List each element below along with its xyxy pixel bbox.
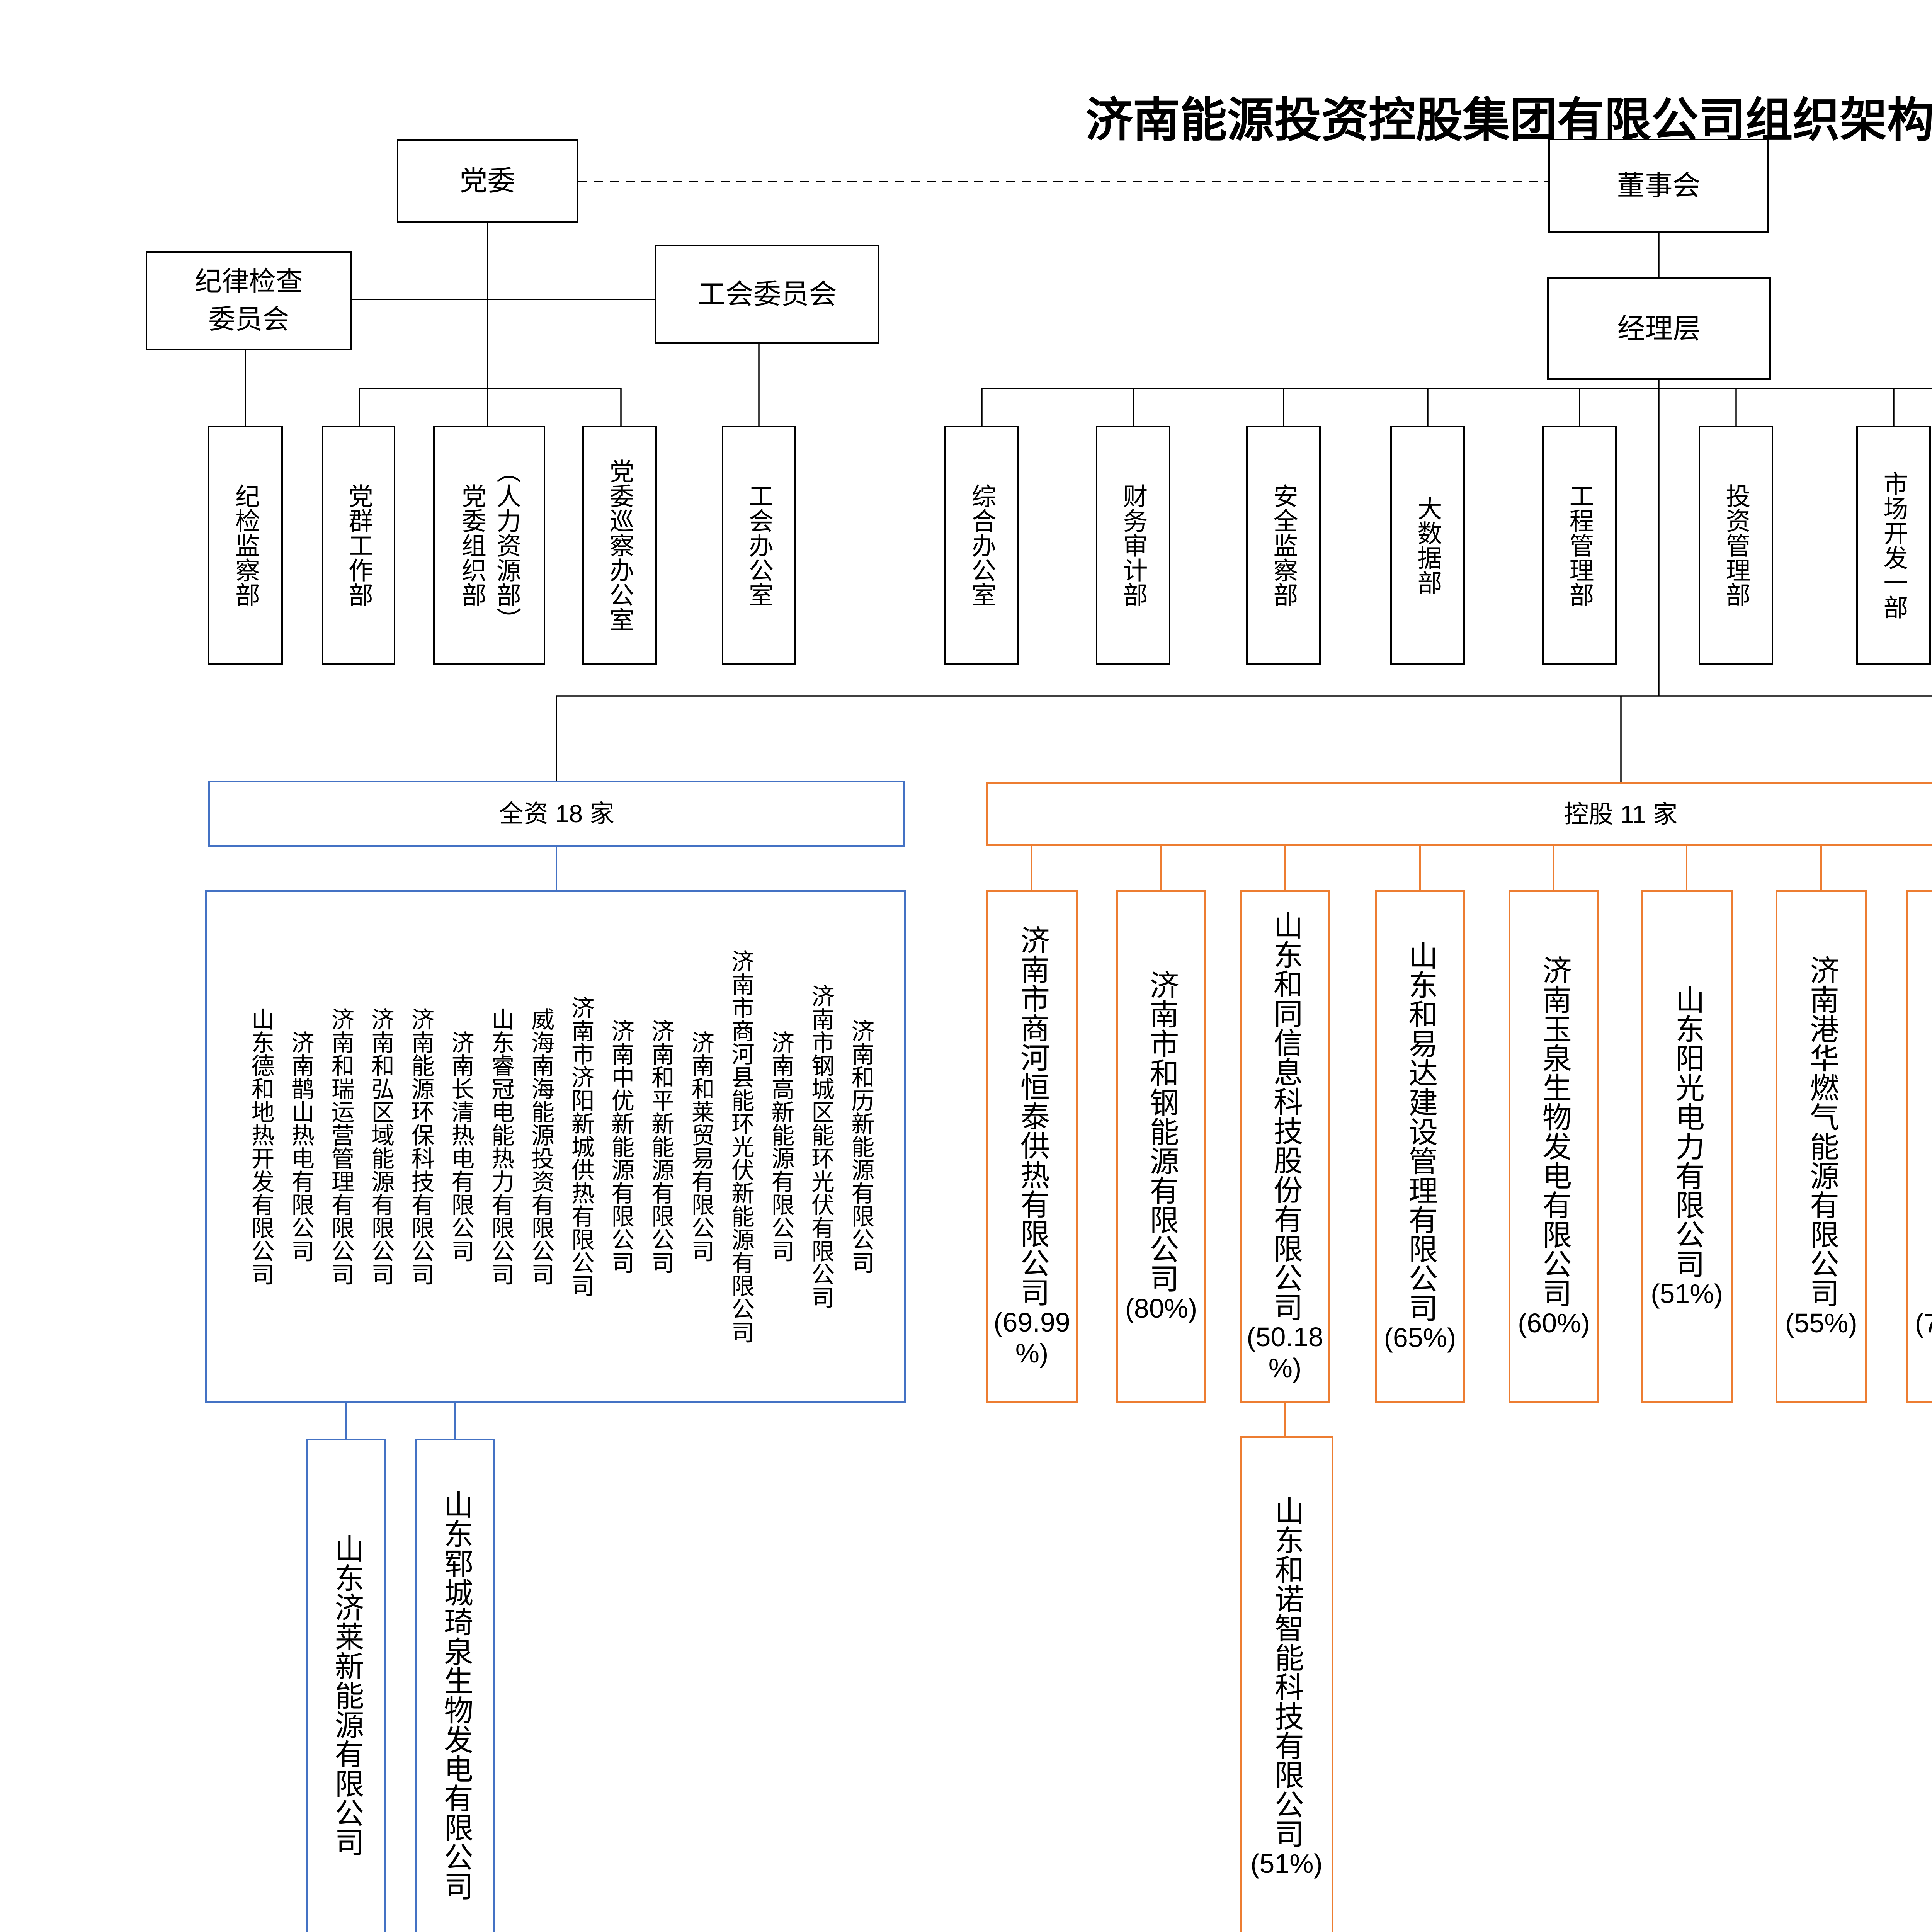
discipline-inspection-committee-label: 纪律检查委员会	[195, 267, 303, 335]
box-dept-general-office: 综合办公室	[944, 426, 1019, 665]
company-name: 威海南海能源投资有限公司	[528, 1007, 554, 1286]
company-name: 济南市商河县能环光伏新能源有限公司	[728, 949, 754, 1344]
wholly-owned-container: 山东德和地热开发有限公司 济南鹊山热电有限公司 济南和瑞运营管理有限公司 济南和…	[205, 890, 906, 1403]
board-of-directors-label: 董事会	[1617, 170, 1701, 201]
company-name: 济南和瑞运营管理有限公司	[328, 1007, 354, 1286]
company-name: 山东睿冠电能热力有限公司	[488, 1007, 514, 1286]
company-name: 济南玉泉生物发电有限公司	[1538, 955, 1570, 1308]
dept-label: 综合办公室	[968, 483, 996, 607]
box-dept-investment-management: 投资管理部	[1699, 426, 1773, 665]
box-dept-finance-audit: 财务审计部	[1096, 426, 1170, 665]
dept-label: 党群工作部	[345, 483, 372, 607]
box-dept-party-mass-work: 党群工作部	[322, 426, 395, 665]
box-company-holding-3: 山东和同信息科技股份有限公司 (50.18%)	[1240, 890, 1330, 1403]
company-name: 济南和弘区域能源有限公司	[368, 1007, 394, 1286]
box-dept-party-patrol-office: 党委巡察办公室	[582, 426, 657, 665]
box-company-holding-5: 济南玉泉生物发电有限公司 (60%)	[1509, 890, 1599, 1403]
company-share: (80%)	[1125, 1293, 1197, 1323]
box-company-jilai: 山东济莱新能源有限公司	[306, 1439, 386, 1932]
company-name: 济南中优新能源有限公司	[608, 1019, 634, 1274]
company-name: 山东济莱新能源有限公司	[330, 1533, 363, 1857]
company-share: (51%)	[1250, 1849, 1323, 1879]
dept-label: 市场开发一部	[1880, 471, 1908, 619]
page-title: 济南能源投资控股集团有限公司组织架构图	[1085, 95, 1932, 147]
company-name: 济南港华燃气能源有限公司	[1805, 955, 1838, 1308]
box-dept-market-development-1: 市场开发一部	[1856, 426, 1931, 665]
company-name: 山东和易达建设管理有限公司	[1404, 940, 1437, 1322]
company-share: (70%)	[1915, 1308, 1932, 1338]
dept-label: 安全监察部	[1270, 483, 1298, 607]
group-header-label: 控股 11 家	[1564, 800, 1678, 828]
dept-label: 党委组织部 （人力资源部）	[458, 459, 520, 632]
box-union-committee: 工会委员会	[655, 245, 879, 344]
company-name: 山东和诺智能科技有限公司	[1270, 1496, 1303, 1848]
company-name: 济南和历新能源有限公司	[848, 1019, 874, 1274]
box-company-holding-6: 山东阳光电力有限公司 (51%)	[1641, 890, 1733, 1403]
group-header-holding: 控股 11 家	[986, 782, 1932, 846]
dept-label: 投资管理部	[1722, 483, 1750, 607]
box-dept-union-office: 工会办公室	[722, 426, 796, 665]
company-name: 济南和平新能源有限公司	[648, 1019, 674, 1274]
box-discipline-inspection-committee: 纪律检查委员会	[146, 251, 352, 350]
company-name: 济南高新能源有限公司	[768, 1030, 794, 1262]
dept-label: 财务审计部	[1119, 483, 1147, 607]
box-dept-engineering-management: 工程管理部	[1542, 426, 1617, 665]
dept-label: 工会办公室	[745, 483, 773, 607]
company-name: 济南和莱贸易有限公司	[688, 1030, 714, 1262]
union-committee-label: 工会委员会	[697, 279, 837, 310]
box-dept-big-data: 大数据部	[1390, 426, 1465, 665]
box-management-level: 经理层	[1547, 277, 1771, 380]
company-name: 济南市和钢能源有限公司	[1145, 969, 1178, 1293]
company-name: 山东郓城琦泉生物发电有限公司	[439, 1489, 472, 1901]
box-board-of-directors: 董事会	[1548, 139, 1769, 233]
box-company-holding-2: 济南市和钢能源有限公司 (80%)	[1116, 890, 1206, 1403]
management-level-label: 经理层	[1617, 313, 1701, 344]
dept-label: 工程管理部	[1566, 483, 1594, 607]
company-name: 济南能源环保科技有限公司	[408, 1007, 434, 1286]
box-dept-party-organization-hr: 党委组织部 （人力资源部）	[433, 426, 545, 665]
company-share: (69.99%)	[993, 1307, 1070, 1368]
company-name: 济南市钢城区能环光伏有限公司	[808, 984, 834, 1309]
box-company-holding-7: 济南港华燃气能源有限公司 (55%)	[1776, 890, 1867, 1403]
box-party-committee: 党委	[397, 139, 578, 223]
company-name: 济南市济阳新城供热有限公司	[568, 995, 594, 1297]
company-name: 山东和同信息科技股份有限公司	[1269, 910, 1301, 1321]
company-share: (65%)	[1384, 1322, 1456, 1353]
company-share: (55%)	[1785, 1308, 1857, 1338]
company-share: (60%)	[1518, 1308, 1590, 1338]
box-company-yuncheng-qiquan: 山东郓城琦泉生物发电有限公司	[415, 1439, 495, 1932]
company-name: 济南长清热电有限公司	[448, 1030, 474, 1262]
box-dept-discipline-supervision: 纪检监察部	[208, 426, 283, 665]
company-share: (51%)	[1651, 1278, 1723, 1309]
company-name: 济南市商河恒泰供热有限公司	[1016, 925, 1048, 1307]
box-dept-safety-supervision: 安全监察部	[1246, 426, 1321, 665]
box-company-holding-1: 济南市商河恒泰供热有限公司 (69.99%)	[986, 890, 1078, 1403]
dept-label: 党委巡察办公室	[606, 459, 634, 632]
box-company-holding-4: 山东和易达建设管理有限公司 (65%)	[1375, 890, 1465, 1403]
company-name: 山东德和地热开发有限公司	[248, 1007, 274, 1286]
group-header-wholly-owned: 全资 18 家	[208, 781, 905, 847]
company-name: 济南鹊山热电有限公司	[288, 1030, 314, 1262]
box-company-holding-8: 济南和赢能源发展有限公司 (70%)	[1906, 890, 1932, 1403]
party-committee-label: 党委	[459, 165, 515, 197]
dept-label: 大数据部	[1414, 496, 1442, 595]
dept-label: 纪检监察部	[232, 483, 259, 607]
company-share: (50.18%)	[1247, 1321, 1323, 1383]
group-header-label: 全资 18 家	[499, 799, 614, 828]
company-name: 山东阳光电力有限公司	[1671, 984, 1703, 1278]
box-company-henuo: 山东和诺智能科技有限公司 (51%)	[1240, 1436, 1333, 1932]
